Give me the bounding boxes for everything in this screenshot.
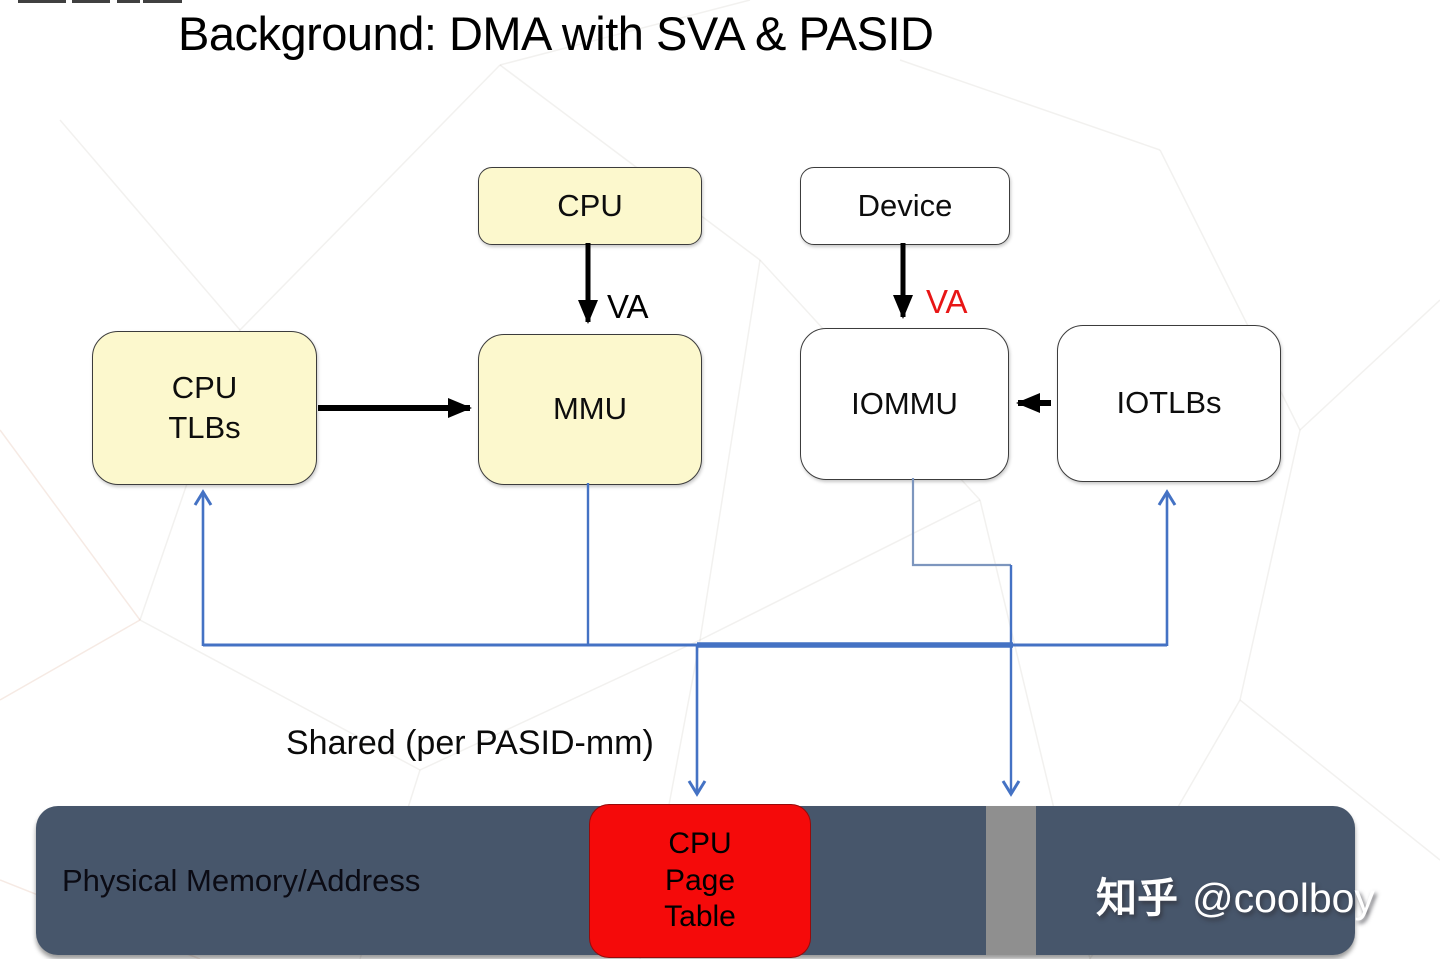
node-device-label: Device — [857, 187, 953, 223]
top-edge-artifact — [72, 0, 110, 3]
watermark-brand: 知乎 — [1096, 875, 1178, 921]
iommu-to-bus-jog-line — [911, 478, 1011, 567]
node-cpu: CPU — [478, 167, 702, 245]
cpu-page-table-box: CPU Page Table — [589, 804, 811, 958]
slide-title: Background: DMA with SVA & PASID — [178, 7, 934, 60]
node-iommu-label: IOMMU — [851, 385, 958, 421]
watermark: 知乎 @coolboy — [1096, 864, 1375, 924]
top-edge-artifact — [18, 0, 66, 3]
node-cpu-tlbs-label: CPU TLBs — [168, 369, 241, 445]
node-mmu-label: MMU — [552, 391, 628, 427]
node-cpu-tlbs: CPU TLBs — [92, 331, 317, 485]
shared-per-pasid-label: Shared (per PASID-mm) — [286, 724, 654, 762]
node-mmu: MMU — [478, 334, 702, 485]
device-va-label: VA — [926, 283, 968, 320]
node-iotlbs: IOTLBs — [1057, 325, 1281, 482]
node-iotlbs-label: IOTLBs — [1116, 385, 1222, 421]
node-cpu-label: CPU — [557, 187, 623, 223]
physical-memory-label: Physical Memory/Address — [62, 862, 421, 898]
top-edge-artifact — [143, 0, 182, 3]
watermark-handle: @coolboy — [1192, 875, 1375, 921]
top-edge-artifact — [117, 0, 140, 3]
cpu-page-table-label: CPU Page Table — [664, 827, 736, 934]
node-device: Device — [800, 167, 1010, 245]
cpu-va-label: VA — [607, 288, 649, 325]
node-iommu: IOMMU — [800, 328, 1009, 480]
reserved-gray-region — [986, 806, 1036, 955]
